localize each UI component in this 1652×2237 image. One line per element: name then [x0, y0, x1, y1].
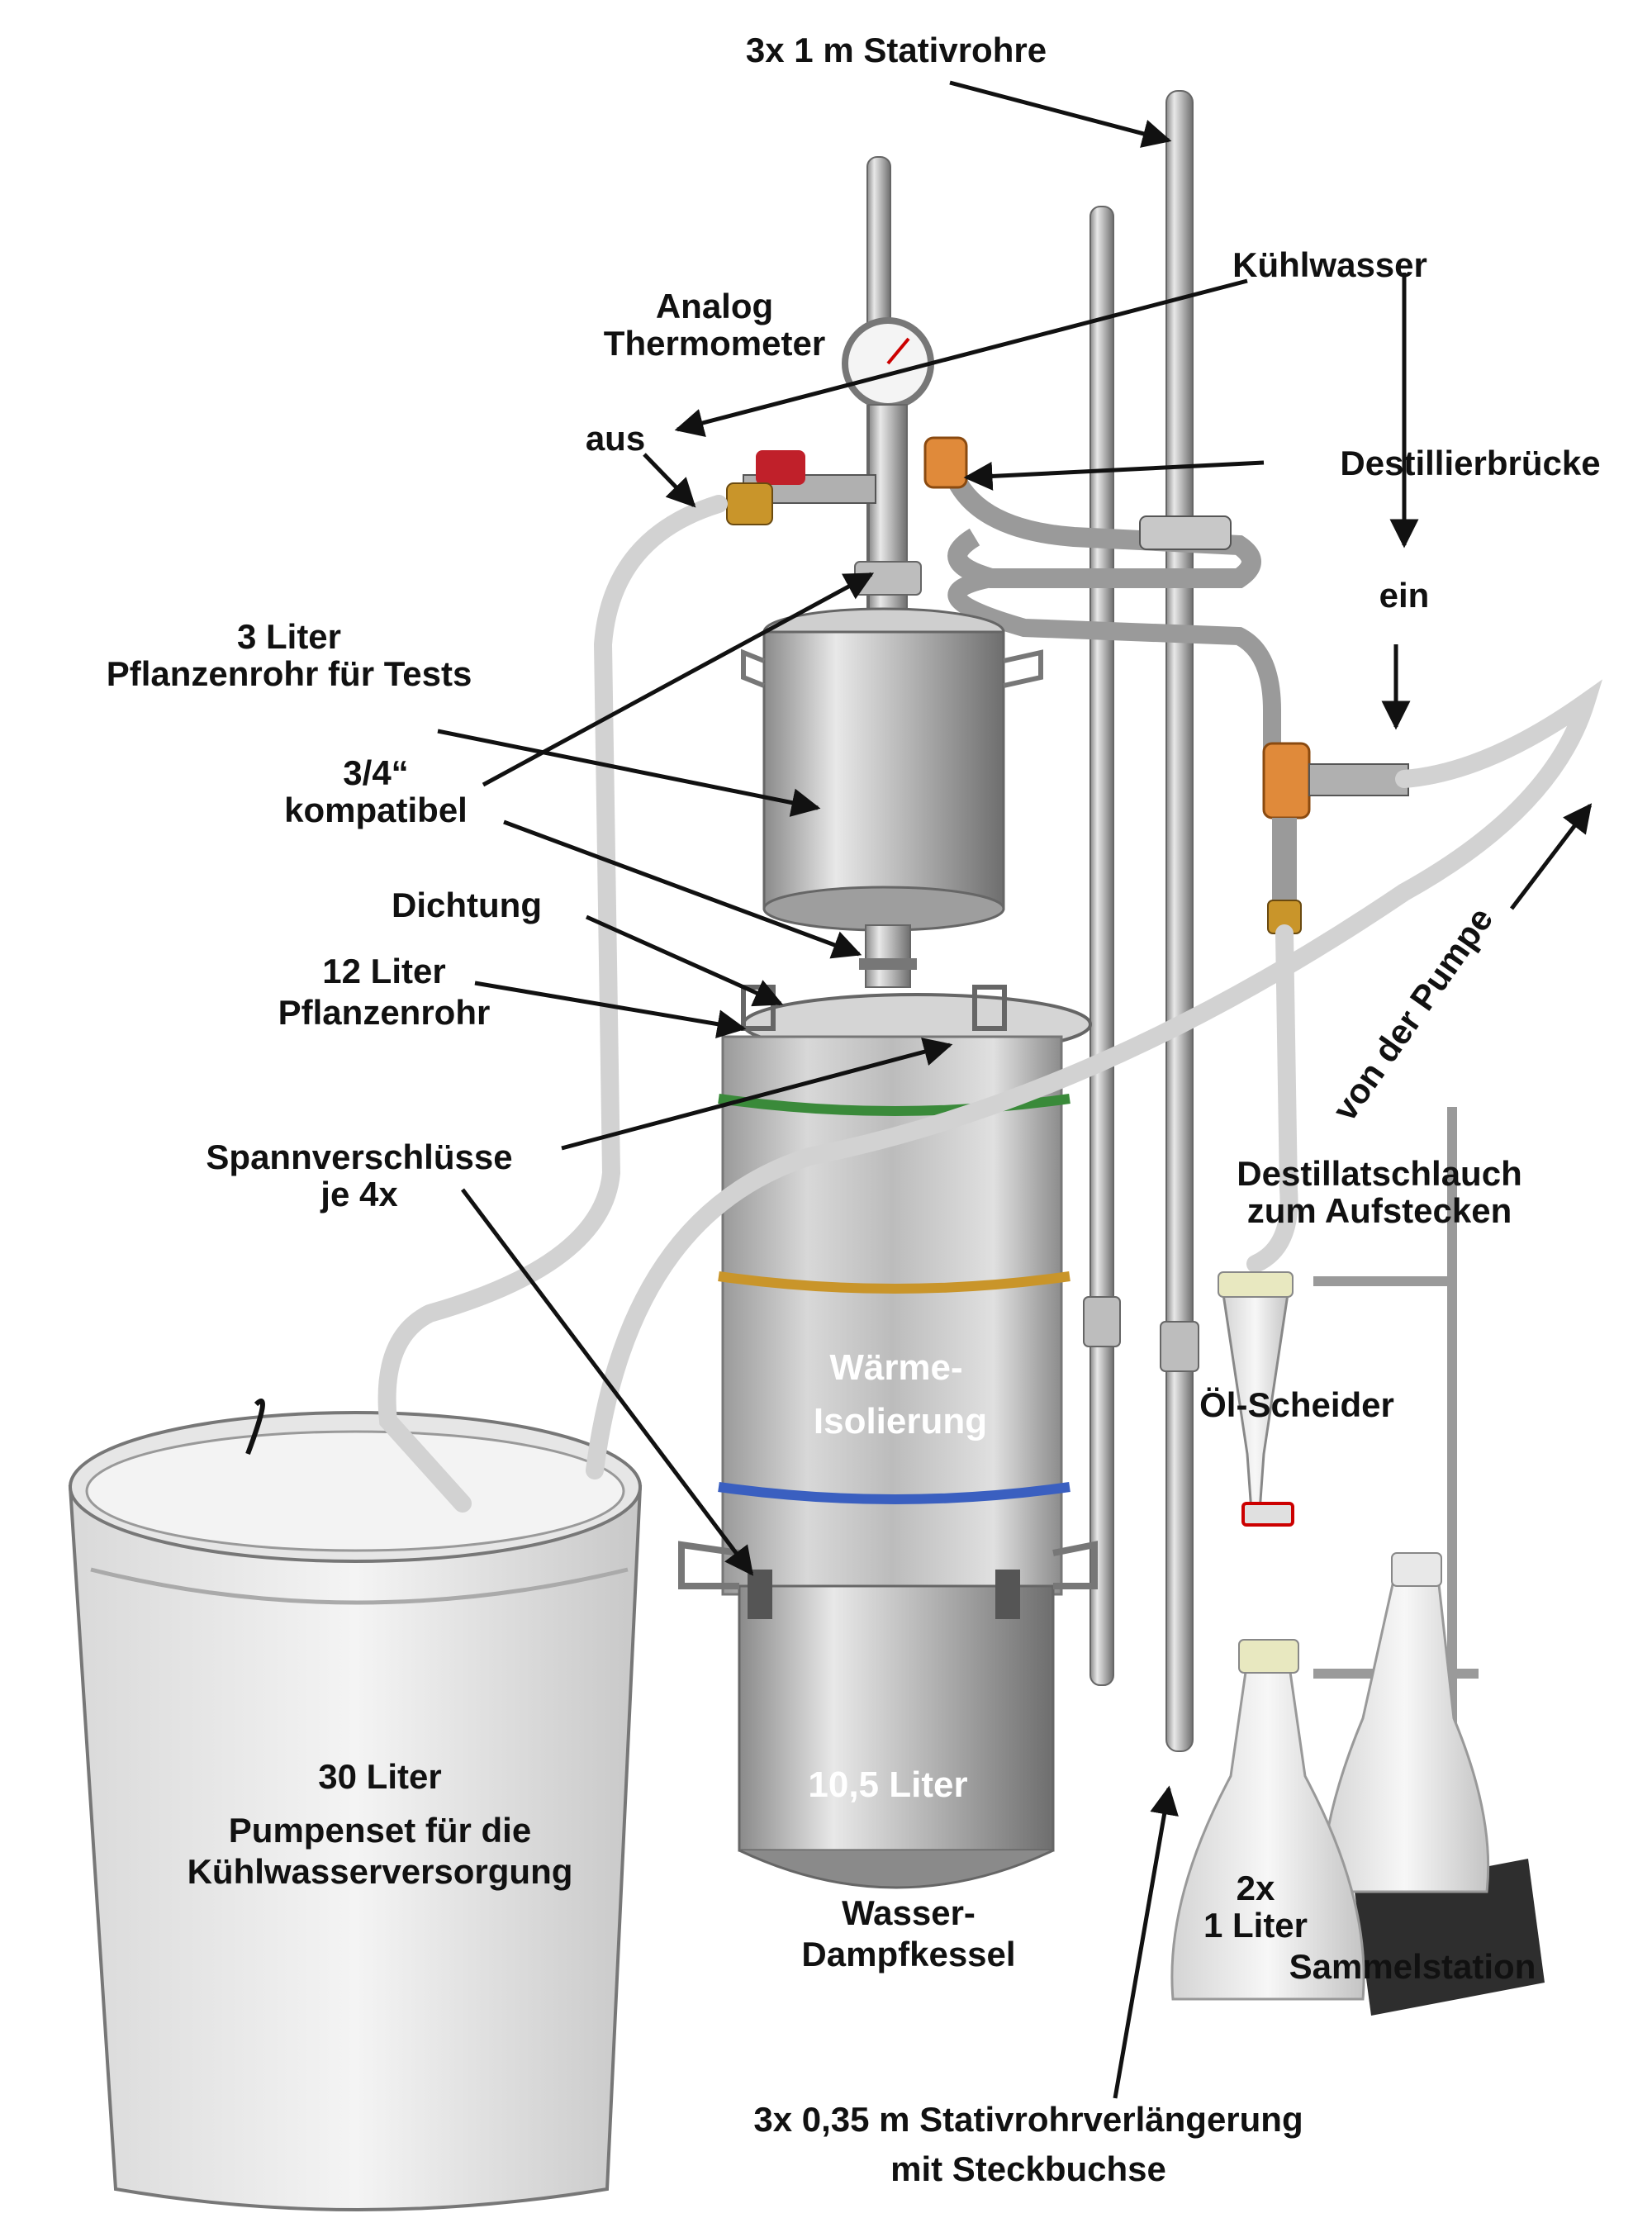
label-destillatschlauch-line1: Destillatschlauch: [1237, 1154, 1521, 1193]
label-ein: ein: [1379, 576, 1430, 615]
label-thermometer-line1: Analog: [656, 287, 773, 325]
hoses: [377, 495, 1603, 1513]
label-oel-scheider: Öl-Scheider: [1199, 1385, 1394, 1424]
cooling-water-bucket: [68, 1399, 643, 2211]
label-pflanzenrohr3-line1: 3 Liter: [237, 617, 341, 656]
label-stativrohre: 3x 1 m Stativrohre: [746, 31, 1047, 69]
distillation-bridge: [923, 436, 1409, 934]
label-thermometer-line2: Thermometer: [604, 324, 825, 363]
label-kompatibel-line1: 3/4“: [343, 753, 408, 792]
label-waerme-line2: Isolierung: [814, 1401, 987, 1441]
vapor-column: [854, 404, 922, 629]
plant-tube-12l-insulated: [718, 985, 1092, 1596]
label-destillierbruecke: Destillierbrücke: [1340, 444, 1600, 482]
oil-separator: [1218, 1271, 1294, 1527]
cooling-water-outlet-valve: [726, 450, 876, 525]
label-2x-line2: 1 Liter: [1203, 1906, 1308, 1945]
label-pflanzenrohr3-line2: Pflanzenrohr für Tests: [107, 654, 472, 693]
label-verlaengerung-line2: mit Steckbuchse: [890, 2149, 1166, 2188]
label-eimer-line2: Pumpenset für die: [229, 1811, 531, 1850]
label-eimer-line1: 30 Liter: [318, 1757, 441, 1796]
label-spannverschluesse-line2: je 4x: [320, 1175, 398, 1213]
label-dichtung: Dichtung: [392, 886, 542, 924]
label-waerme-line1: Wärme-: [829, 1347, 962, 1388]
label-2x-line1: 2x: [1237, 1869, 1275, 1907]
label-kessel-line1: Wasser-: [842, 1893, 976, 1932]
label-kompatibel-line2: kompatibel: [284, 791, 468, 829]
lab-stand: [1313, 1107, 1545, 2016]
label-kessel-line2: Dampfkessel: [801, 1935, 1015, 1973]
label-kuehlwasser: Kühlwasser: [1232, 245, 1427, 284]
gasket-coupling: [859, 924, 917, 988]
label-verlaengerung-line1: 3x 0,35 m Stativrohrverlängerung: [753, 2100, 1303, 2139]
collection-flasks: [1170, 1552, 1490, 2001]
label-kessel-volumen: 10,5 Liter: [808, 1764, 967, 1805]
label-sammelstation: Sammelstation: [1289, 1947, 1536, 1986]
water-steam-boiler: [678, 1541, 1098, 1889]
label-pflanzenrohr12-line1: 12 Liter: [322, 952, 445, 990]
label-destillatschlauch-line2: zum Aufstecken: [1247, 1191, 1512, 1230]
label-spannverschluesse-line1: Spannverschlüsse: [206, 1137, 512, 1176]
analog-thermometer: [842, 317, 934, 410]
label-eimer-line3: Kühlwasserversorgung: [188, 1852, 573, 1891]
label-pflanzenrohr12-line2: Pflanzenrohr: [278, 993, 491, 1032]
callout-arrows: [437, 80, 1593, 2099]
label-aus: aus: [586, 419, 645, 458]
plant-tube-3l: [741, 607, 1043, 932]
